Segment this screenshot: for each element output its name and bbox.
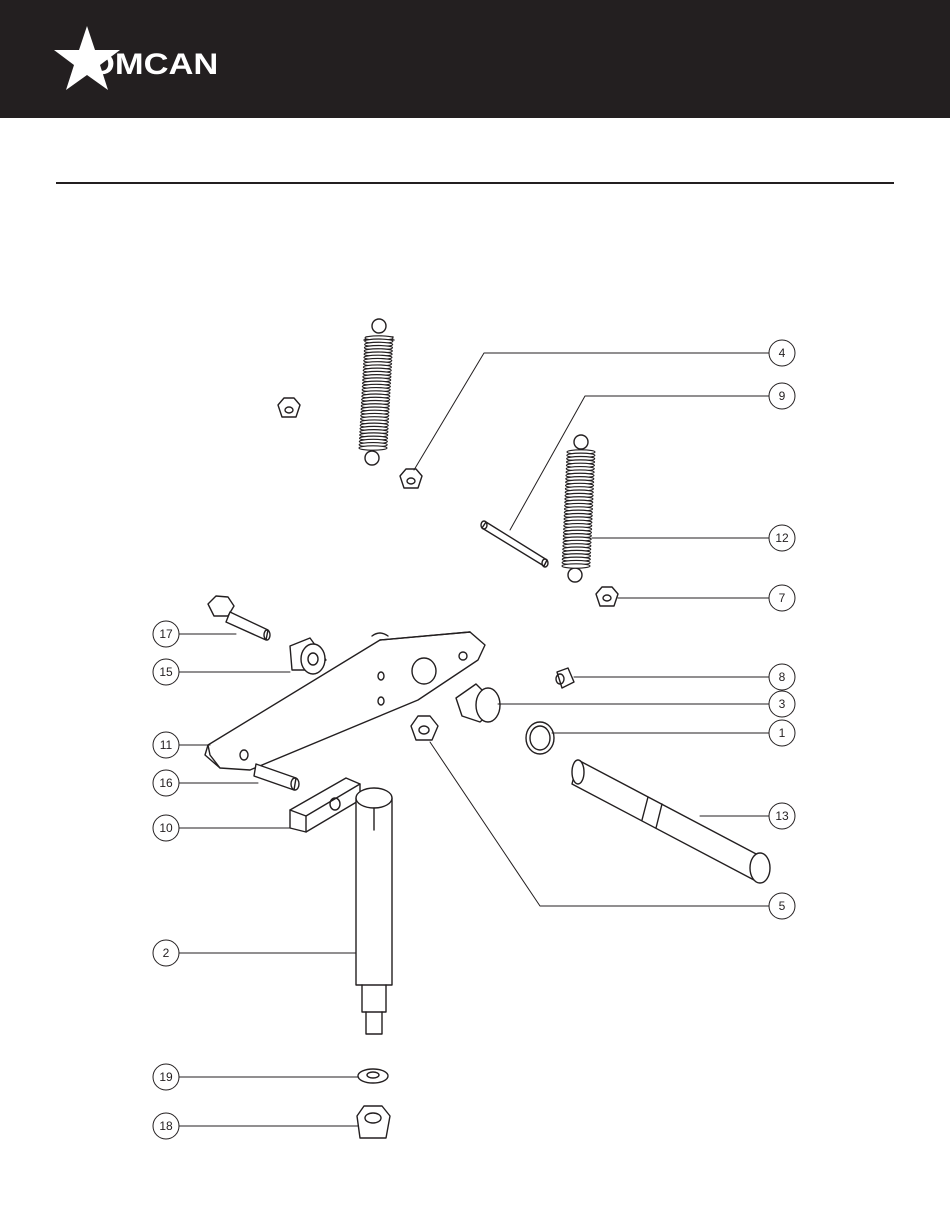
spring-right-coils — [562, 450, 595, 568]
spring-left-coils — [359, 336, 393, 450]
callout-label: 13 — [775, 809, 789, 823]
callout-label: 3 — [779, 697, 786, 711]
bushing-part-8 — [556, 668, 574, 688]
shaft-part-2 — [356, 788, 392, 1034]
nut-upper-left — [278, 398, 300, 417]
callout-8: 8 — [769, 664, 795, 690]
nut-part-7 — [596, 587, 618, 606]
callout-11: 11 — [153, 732, 179, 758]
callout-label: 9 — [779, 389, 786, 403]
callout-15: 15 — [153, 659, 179, 685]
callout-7: 7 — [769, 585, 795, 611]
bolt-part-17 — [208, 596, 270, 640]
bushing-part-15 — [290, 638, 326, 674]
callout-label: 19 — [159, 1070, 173, 1084]
callout-label: 11 — [160, 738, 173, 752]
pin-part-9 — [481, 521, 548, 567]
callout-label: 15 — [159, 665, 173, 679]
pin-part-16 — [254, 764, 299, 790]
circlip-part-1 — [526, 722, 554, 754]
spring-coil — [562, 564, 590, 568]
block-part-10 — [290, 778, 360, 832]
callout-4: 4 — [769, 340, 795, 366]
callout-3: 3 — [769, 691, 795, 717]
washer-part-19 — [358, 1069, 388, 1083]
callout-1: 1 — [769, 720, 795, 746]
callout-12: 12 — [769, 525, 795, 551]
callout-17: 17 — [153, 621, 179, 647]
callout-label: 4 — [779, 346, 786, 360]
callout-18: 18 — [153, 1113, 179, 1139]
callout-5: 5 — [769, 893, 795, 919]
spring-coil — [359, 446, 387, 450]
callout-16: 16 — [153, 770, 179, 796]
callout-label: 7 — [779, 591, 786, 605]
callout-label: 18 — [159, 1119, 173, 1133]
arm-part-11 — [205, 632, 485, 770]
shaft-part-13 — [572, 760, 770, 883]
callout-label: 1 — [779, 726, 786, 740]
callout-label: 5 — [779, 899, 786, 913]
callout-label: 2 — [163, 946, 170, 960]
callout-2: 2 — [153, 940, 179, 966]
callout-13: 13 — [769, 803, 795, 829]
callout-label: 17 — [159, 627, 173, 641]
nut-part-5 — [411, 716, 438, 740]
nut-part-18 — [357, 1106, 390, 1138]
callout-label: 8 — [779, 670, 786, 684]
callout-10: 10 — [153, 815, 179, 841]
callout-19: 19 — [153, 1064, 179, 1090]
callout-label: 12 — [775, 531, 789, 545]
nut-part-4 — [400, 469, 422, 488]
callout-label: 16 — [159, 776, 173, 790]
bushing-part-3 — [456, 684, 500, 722]
callout-9: 9 — [769, 383, 795, 409]
callout-label: 10 — [159, 821, 173, 835]
